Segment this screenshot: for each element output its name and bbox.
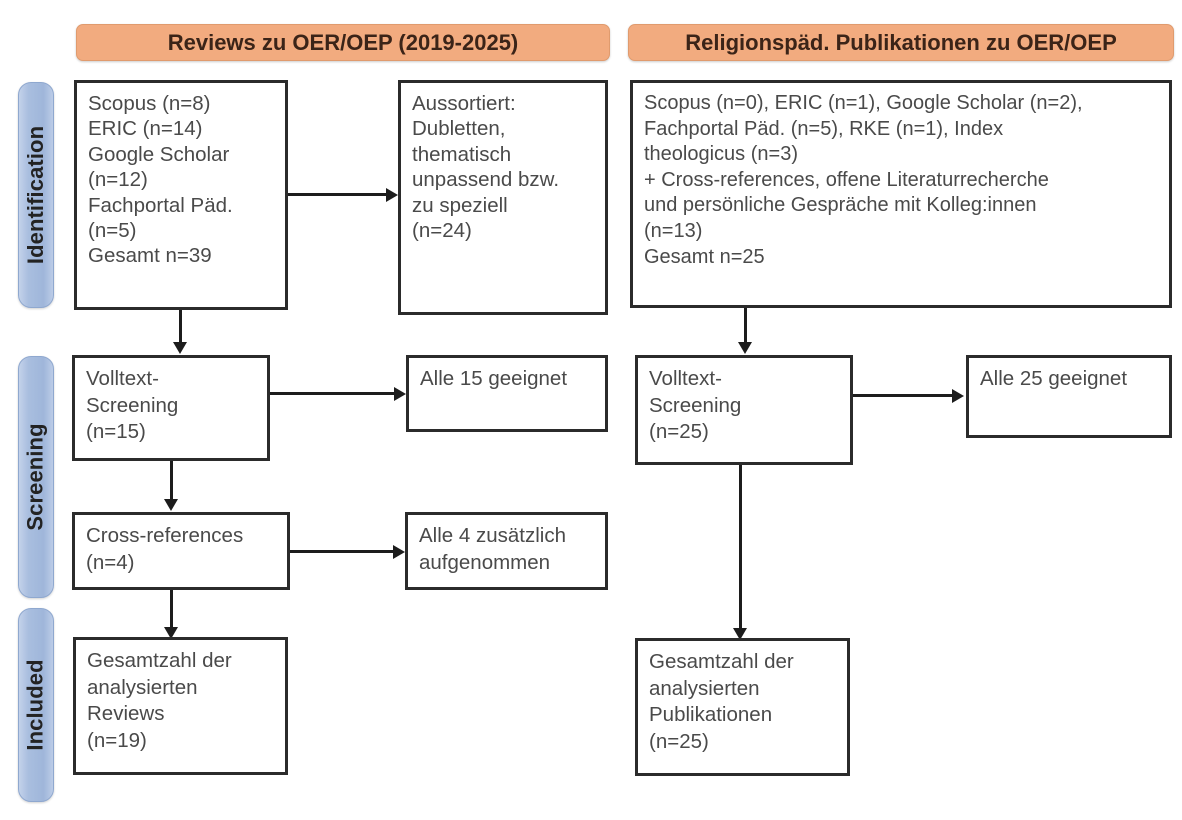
column-header-publications: Religionspäd. Publikationen zu OER/OEP (628, 24, 1174, 61)
box-right-included-total: Gesamtzahl der analysierten Publikatione… (635, 638, 850, 776)
connector-left-fulltext-to-crossref (170, 461, 173, 501)
box-left-included-total: Gesamtzahl der analysierten Reviews (n=1… (73, 637, 288, 775)
box-left-cross-references: Cross-references (n=4) (72, 512, 290, 590)
box-left-fulltext-screening: Volltext- Screening (n=15) (72, 355, 270, 461)
box-left-cross-references-result: Alle 4 zusätzlich aufgenommen (405, 512, 608, 590)
connector-left-fulltext-to-result (270, 392, 396, 395)
arrowhead-left-sources-to-excluded (386, 188, 398, 202)
connector-right-sources-to-fulltext (744, 308, 747, 344)
box-left-identification-sources: Scopus (n=8) ERIC (n=14) Google Scholar … (74, 80, 288, 310)
column-header-reviews-text: Reviews zu OER/OEP (2019-2025) (167, 29, 519, 55)
box-right-identification-sources: Scopus (n=0), ERIC (n=1), Google Scholar… (630, 80, 1172, 308)
arrowhead-left-fulltext-to-crossref (164, 499, 178, 511)
connector-left-sources-to-fulltext (179, 310, 182, 344)
arrowhead-left-fulltext-to-result (394, 387, 406, 401)
connector-right-fulltext-to-result (853, 394, 955, 397)
stage-label-identification: Identification (23, 125, 49, 265)
connector-right-fulltext-to-included (739, 465, 742, 631)
stage-label-screening: Screening (23, 423, 48, 531)
stage-pill-included: Included (18, 608, 54, 802)
arrowhead-right-fulltext-to-result (952, 389, 964, 403)
arrowhead-right-sources-to-fulltext (738, 342, 752, 354)
stage-pill-identification: Identification (18, 82, 54, 308)
connector-left-crossref-to-included (170, 590, 173, 630)
arrowhead-right-fulltext-to-included (733, 628, 747, 640)
column-header-reviews: Reviews zu OER/OEP (2019-2025) (76, 24, 610, 61)
connector-left-sources-to-excluded (288, 193, 388, 196)
stage-label-included: Included (23, 659, 48, 751)
box-right-fulltext-result: Alle 25 geeignet (966, 355, 1172, 438)
arrowhead-left-crossref-to-included (164, 627, 178, 639)
box-left-fulltext-result: Alle 15 geeignet (406, 355, 608, 432)
box-left-excluded: Aussortiert: Dubletten, thematisch unpas… (398, 80, 608, 315)
connector-left-crossref-to-result (290, 550, 395, 553)
stage-pill-screening: Screening (18, 356, 54, 598)
column-header-publications-text: Religionspäd. Publikationen zu OER/OEP (685, 29, 1117, 55)
arrowhead-left-crossref-to-result (393, 545, 405, 559)
box-right-fulltext-screening: Volltext- Screening (n=25) (635, 355, 853, 465)
arrowhead-left-sources-to-fulltext (173, 342, 187, 354)
